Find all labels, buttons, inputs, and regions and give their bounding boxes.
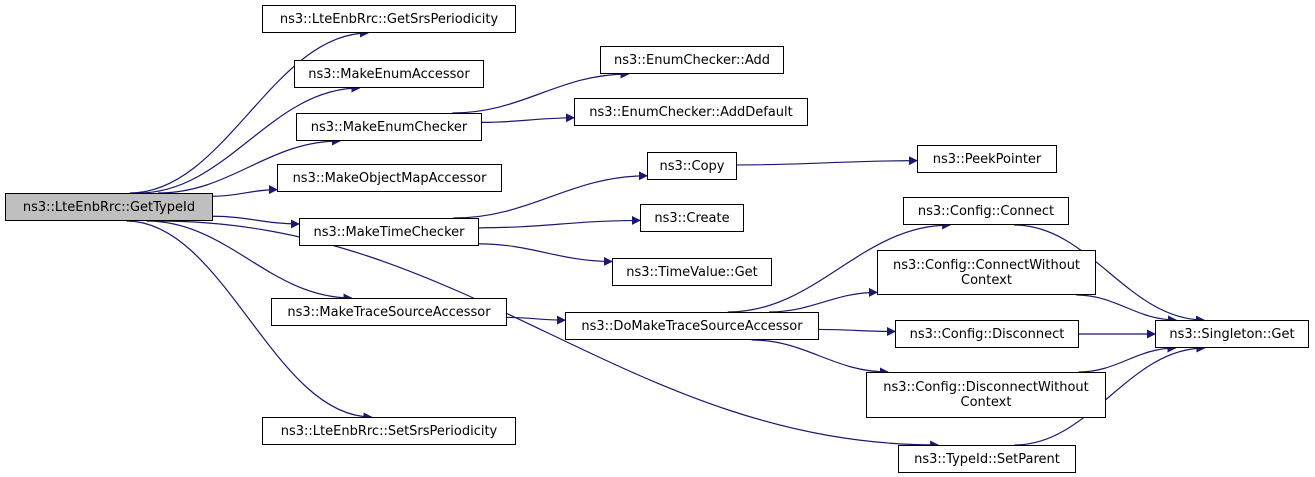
node-config-connectwithoutcontext[interactable]: ns3::Config::ConnectWithout Context: [877, 250, 1096, 295]
node-domaketracesourceaccessor[interactable]: ns3::DoMakeTraceSourceAccessor: [565, 312, 819, 340]
node-makeenumchecker[interactable]: ns3::MakeEnumChecker: [296, 113, 482, 141]
node-label: ns3::Singleton::Get: [1169, 326, 1295, 342]
node-label: ns3::EnumChecker::AddDefault: [589, 104, 793, 120]
node-label: ns3::LteEnbRrc::GetSrsPeriodicity: [279, 11, 499, 27]
node-makeenumaccessor[interactable]: ns3::MakeEnumAccessor: [294, 60, 484, 88]
node-label: ns3::DoMakeTraceSourceAccessor: [581, 318, 803, 334]
edge-getTypeId-to-makeObjectMapAccessor: [212, 185, 278, 197]
edge-typeIdSetParent-to-singletonGet: [1014, 343, 1206, 446]
node-singleton-get[interactable]: ns3::Singleton::Get: [1155, 320, 1309, 348]
node-label: ns3::MakeEnumChecker: [310, 119, 468, 135]
node-label-line-2: Context: [960, 395, 1012, 410]
node-copy[interactable]: ns3::Copy: [647, 152, 737, 180]
node-label: ns3::PeekPointer: [932, 151, 1042, 167]
edge-getTypeId-to-makeEnumChecker: [157, 136, 341, 194]
edge-getTypeId-to-getSrsPeriodicity: [129, 28, 370, 194]
edge-configDisconnectWithoutContext-to-singletonGet: [1078, 343, 1177, 373]
node-label: ns3::Config::Connect: [917, 203, 1055, 219]
node-label: ns3::MakeTimeChecker: [313, 224, 465, 240]
edge-makeTimeChecker-to-create: [478, 215, 641, 229]
node-enumchecker-adddefault[interactable]: ns3::EnumChecker::AddDefault: [574, 98, 808, 126]
node-label: ns3::Config::Disconnect: [909, 326, 1065, 342]
node-label: ns3::MakeObjectMapAccessor: [292, 170, 487, 186]
edge-doMakeTraceSourceAccessor-to-configConnectWithoutContext: [769, 287, 878, 313]
edge-doMakeTraceSourceAccessor-to-configDisconnectWithoutContext: [751, 339, 889, 377]
node-enumchecker-add[interactable]: ns3::EnumChecker::Add: [600, 46, 784, 74]
node-lteenbrrc-gettypeid: ns3::LteEnbRrc::GetTypeId: [5, 193, 213, 221]
node-config-disconnect[interactable]: ns3::Config::Disconnect: [895, 320, 1079, 348]
edge-getTypeId-to-typeIdSetParent: [157, 220, 940, 450]
node-config-disconnectwithoutcontext[interactable]: ns3::Config::DisconnectWithout Context: [866, 372, 1106, 418]
edge-getTypeId-to-makeTraceSourceAccessor: [146, 220, 353, 303]
node-label-line-1: ns3::Config::ConnectWithout: [892, 257, 1081, 273]
node-label: ns3::MakeEnumAccessor: [308, 66, 470, 82]
node-typeid-setparent[interactable]: ns3::TypeId::SetParent: [898, 445, 1076, 473]
node-peekpointer[interactable]: ns3::PeekPointer: [917, 145, 1057, 173]
edge-makeEnumChecker-to-enumCheckerAdd: [452, 69, 630, 114]
edge-copy-to-peekPointer: [736, 156, 918, 166]
node-label: ns3::MakeTraceSourceAccessor: [287, 304, 491, 320]
node-label: ns3::LteEnbRrc::GetTypeId: [22, 199, 196, 215]
node-label-line-2: Context: [961, 272, 1012, 288]
edge-makeTimeChecker-to-copy: [453, 171, 648, 219]
edge-getTypeId-to-makeEnumAccessor: [138, 83, 361, 194]
node-config-connect[interactable]: ns3::Config::Connect: [903, 197, 1069, 225]
node-label: ns3::Copy: [659, 158, 725, 174]
node-label: ns3::TimeValue::Get: [626, 264, 758, 280]
node-label: ns3::LteEnbRrc::SetSrsPeriodicity: [280, 423, 498, 439]
node-makeobjectmapaccessor[interactable]: ns3::MakeObjectMapAccessor: [277, 164, 502, 192]
node-lteenbrrc-setsrsperiodicity[interactable]: ns3::LteEnbRrc::SetSrsPeriodicity: [262, 417, 516, 445]
node-lteenbrrc-getsrsperiodicity[interactable]: ns3::LteEnbRrc::GetSrsPeriodicity: [262, 5, 516, 33]
edge-makeEnumChecker-to-enumCheckerAddDefault: [481, 113, 575, 123]
node-label: ns3::Create: [654, 210, 730, 226]
edge-getTypeId-to-makeTimeChecker: [212, 215, 300, 229]
edge-makeTraceSourceAccessor-to-doMakeTraceSourceAccessor: [506, 315, 566, 325]
node-label: ns3::EnumChecker::Add: [614, 52, 770, 68]
node-label-line-1: ns3::Config::DisconnectWithout: [883, 380, 1089, 395]
edge-getTypeId-to-setSrsPeriodicity: [126, 220, 373, 422]
edge-doMakeTraceSourceAccessor-to-configDisconnect: [818, 327, 896, 337]
edge-doMakeTraceSourceAccessor-to-configConnect: [727, 220, 952, 313]
node-create[interactable]: ns3::Create: [640, 204, 744, 232]
node-label: ns3::TypeId::SetParent: [914, 451, 1060, 467]
edge-configConnect-to-singletonGet: [1013, 224, 1205, 325]
node-maketimechecker[interactable]: ns3::MakeTimeChecker: [299, 218, 479, 246]
node-timevalue-get[interactable]: ns3::TimeValue::Get: [612, 258, 772, 286]
edge-makeTimeChecker-to-timeValueGet: [478, 243, 613, 266]
edge-configConnectWithoutContext-to-singletonGet: [1076, 294, 1178, 325]
node-maketracesourceaccessor[interactable]: ns3::MakeTraceSourceAccessor: [271, 298, 507, 326]
